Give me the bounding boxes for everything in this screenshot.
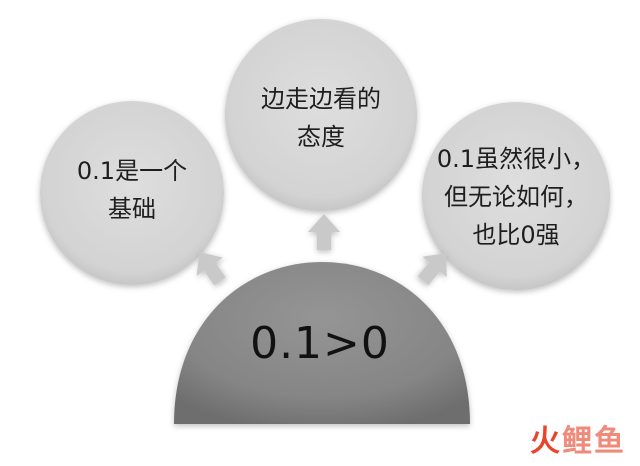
top-circle [225, 19, 417, 211]
top-circle-line-2: 态度 [297, 123, 345, 151]
dome-label: 0.1>0 [250, 318, 390, 369]
top-circle-line-1: 边走边看的 [261, 85, 381, 113]
watermark-part-1: 火 [530, 424, 562, 459]
right-circle-line-1: 0.1虽然很小， [436, 145, 596, 173]
watermark-logo: 火鲤鱼 [530, 416, 626, 460]
arrow-up-icon [308, 214, 340, 250]
left-circle-line-1: 0.1是一个 [76, 157, 188, 185]
top-circle-text: 边走边看的 态度 [236, 80, 406, 156]
arrow-up-right-icon [417, 253, 447, 286]
right-circle-line-2: 但无论如何， [444, 183, 588, 211]
left-circle-text: 0.1是一个 基础 [52, 152, 212, 228]
left-circle [40, 101, 224, 285]
right-circle-text: 0.1虽然很小， 但无论如何， 也比0强 [430, 140, 602, 254]
right-circle-line-3: 也比0强 [472, 221, 560, 249]
arrow-up-left-icon [196, 251, 226, 286]
watermark-part-2: 鲤鱼 [562, 424, 626, 459]
left-circle-line-2: 基础 [108, 195, 156, 223]
right-circle [422, 102, 610, 290]
dome [174, 262, 470, 424]
